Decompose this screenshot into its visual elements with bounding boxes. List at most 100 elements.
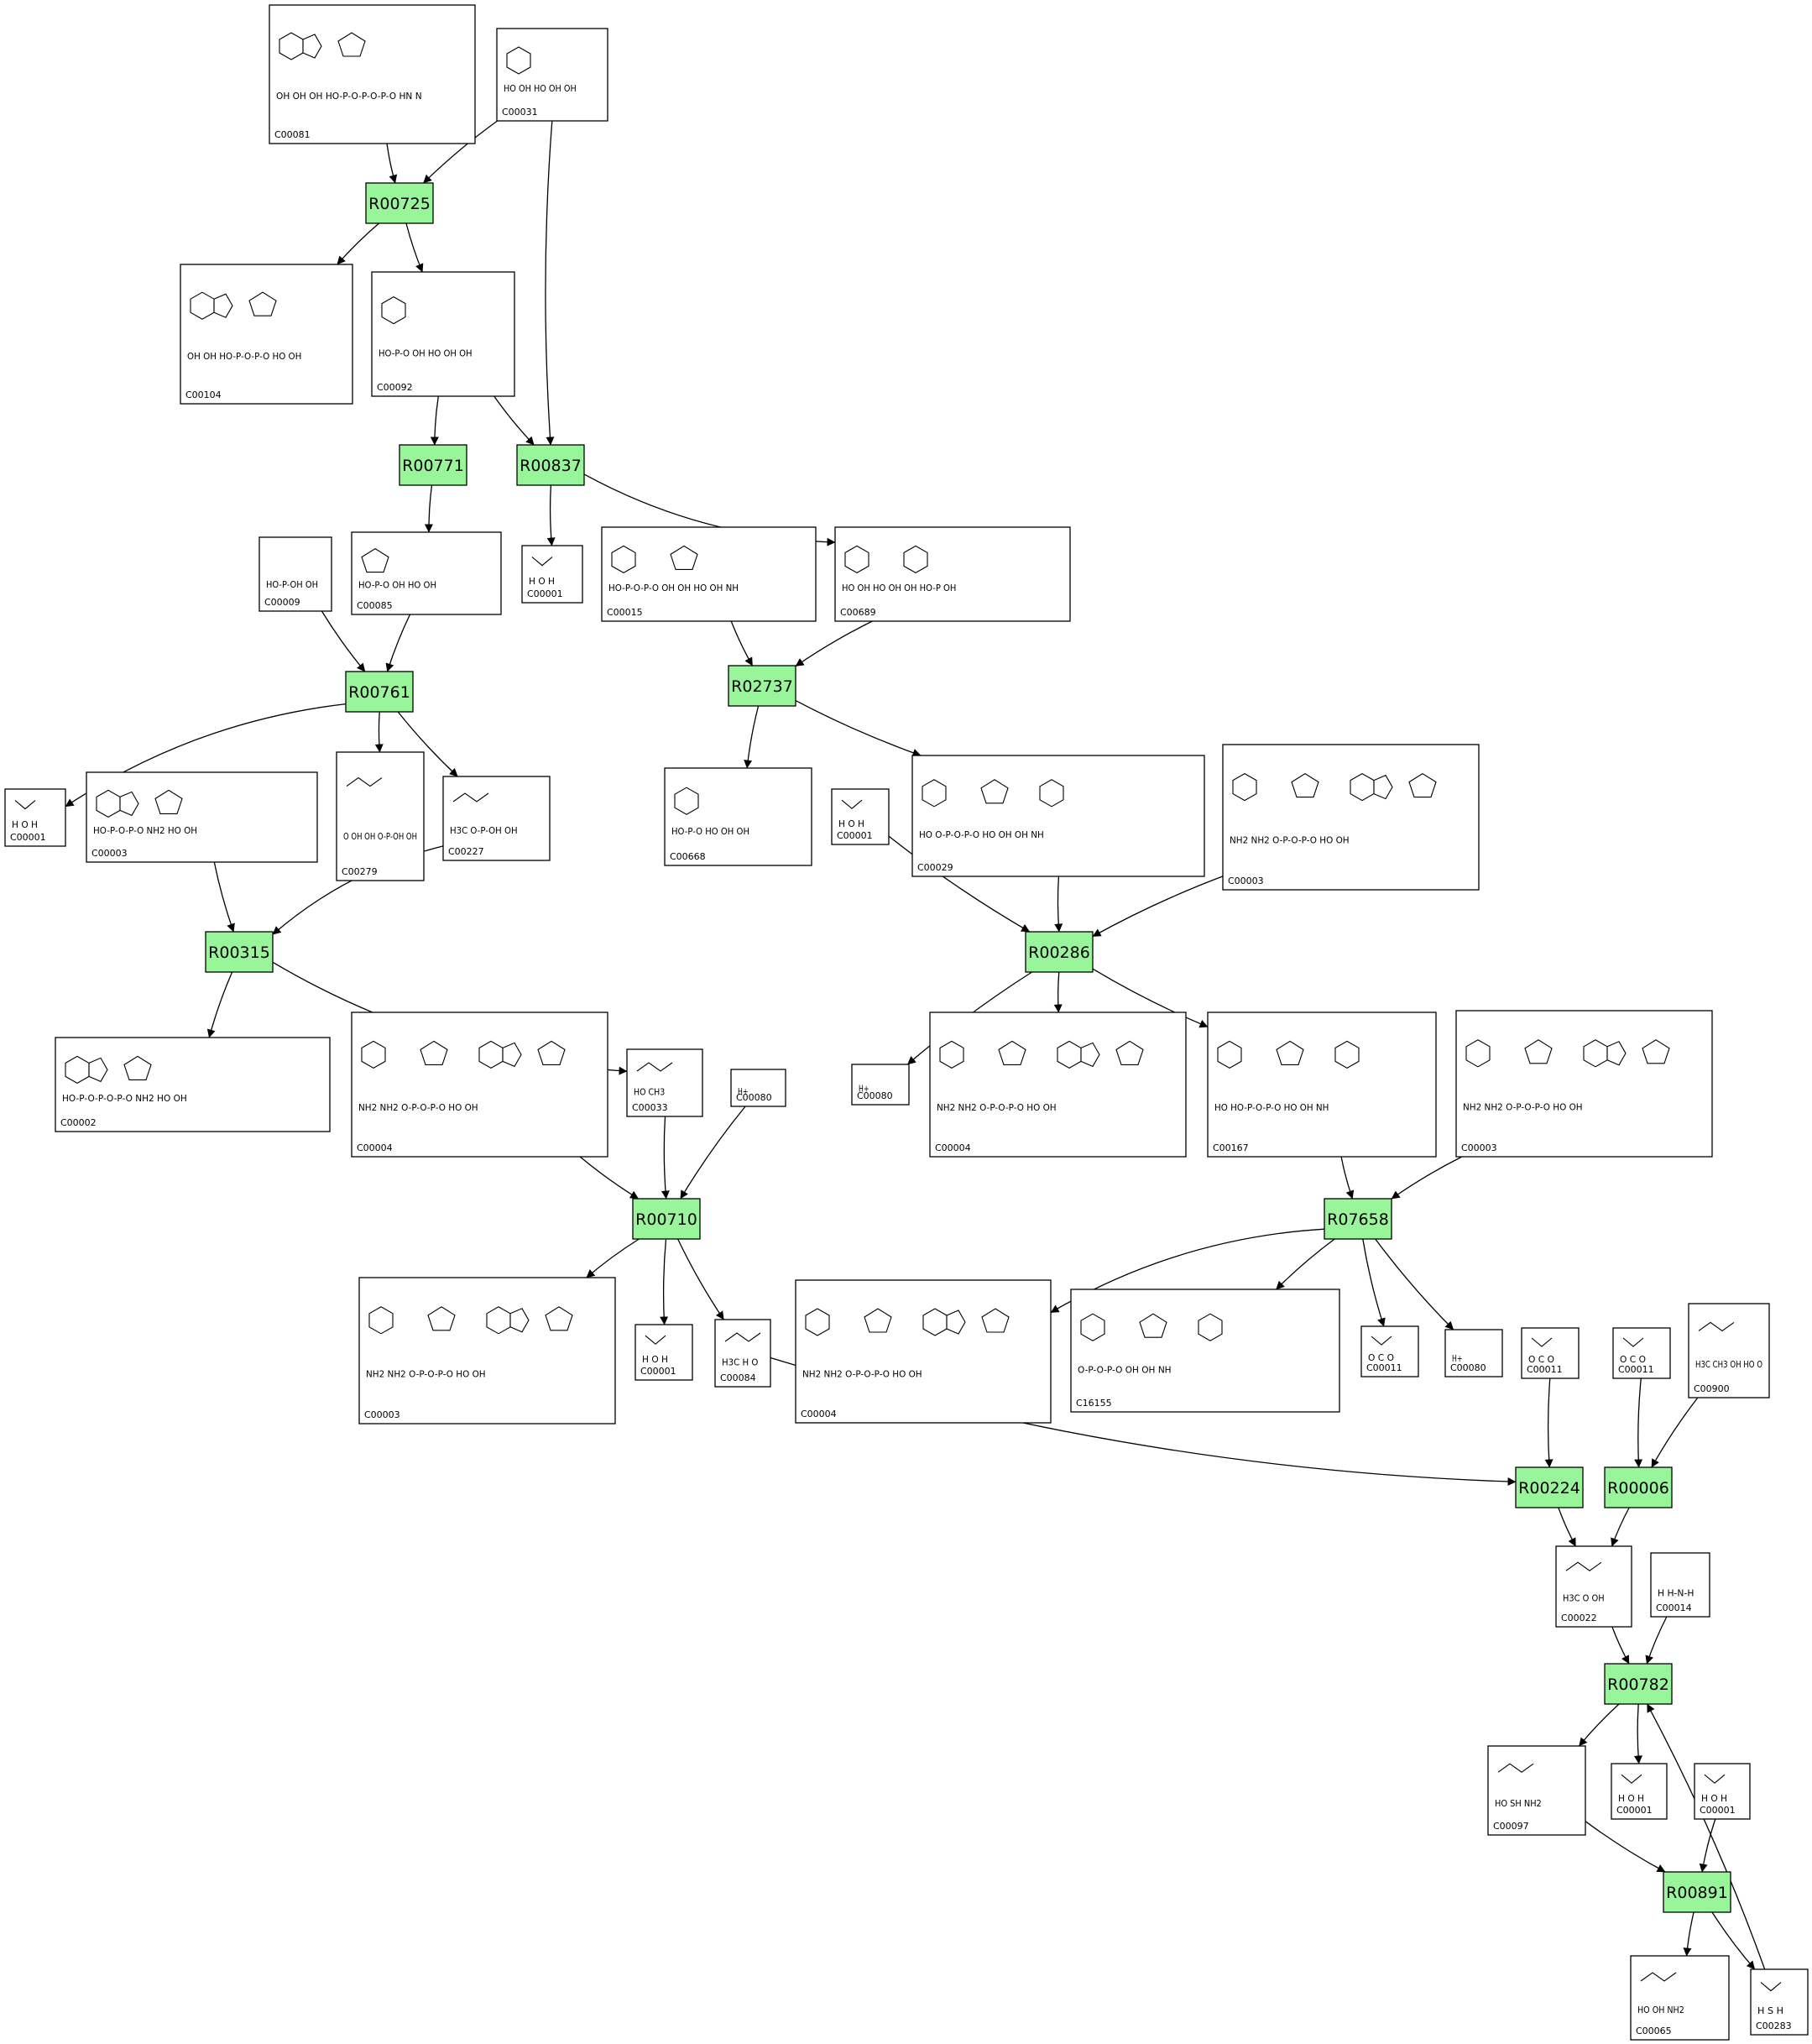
reaction-node-r00837[interactable]: R00837 <box>516 444 585 486</box>
reaction-node-r00891[interactable]: R00891 <box>1663 1871 1731 1913</box>
compound-id-label: C00104 <box>185 389 222 400</box>
compound-id-label: C00031 <box>502 107 538 118</box>
compound-box <box>442 776 551 861</box>
reaction-node-r00286[interactable]: R00286 <box>1025 931 1094 973</box>
edge-c8-to-r5 <box>730 620 754 667</box>
compound-id-label: C00065 <box>1636 2026 1672 2036</box>
structure-bond <box>1465 1039 1491 1068</box>
reaction-node-r00761[interactable]: R00761 <box>345 671 414 713</box>
compound-id-label: C00001 <box>1616 1805 1653 1816</box>
edge-c24-to-r9 <box>1340 1156 1355 1200</box>
compound-id-label: C00015 <box>607 607 643 618</box>
compound-node-c00080[interactable]: H+C00080 <box>851 1064 910 1106</box>
reaction-box <box>728 665 796 707</box>
reaction-node-r07658[interactable]: R07658 <box>1324 1198 1392 1240</box>
edge-c38-to-r13 <box>1585 1821 1666 1873</box>
edge-r8-to-c28 <box>677 1238 724 1320</box>
structure-bond <box>864 1308 892 1333</box>
compound-id-label: C00668 <box>670 851 706 862</box>
structure-bond <box>903 545 928 574</box>
compound-id-label: C00279 <box>342 866 378 877</box>
compound-node-c00080[interactable]: H+C00080 <box>730 1069 786 1107</box>
edge-c37-to-r12 <box>1645 1616 1668 1665</box>
structure-bond <box>154 789 183 814</box>
compound-box <box>180 264 353 405</box>
structure-atoms: H+ <box>1452 1353 1462 1364</box>
structure-bond <box>1408 772 1437 798</box>
edge-r1-to-c4 <box>405 222 424 273</box>
compound-box <box>1455 1010 1713 1158</box>
compound-box <box>1630 1955 1730 2041</box>
structure-bond <box>346 776 383 787</box>
edge-c34-to-r11 <box>1634 1377 1643 1468</box>
edge-r2-to-c6 <box>424 484 433 533</box>
reaction-node-r00315[interactable]: R00315 <box>205 931 274 973</box>
reaction-node-r00006[interactable]: R00006 <box>1604 1466 1673 1508</box>
structure-atoms: O OH OH O-P-OH OH <box>343 831 417 842</box>
reaction-node-r02737[interactable]: R02737 <box>728 665 796 707</box>
structure-bond <box>1760 1982 1782 1992</box>
edge-c4-to-r2 <box>430 395 439 446</box>
structure-atoms: H+ <box>859 1084 869 1095</box>
structure-bond <box>1606 1041 1627 1066</box>
edge-r5-to-c16 <box>795 700 922 757</box>
reaction-node-r00782[interactable]: R00782 <box>1604 1663 1673 1705</box>
reaction-node-r00224[interactable]: R00224 <box>1515 1466 1584 1508</box>
reaction-box <box>1515 1466 1584 1508</box>
edge-c1-to-r1 <box>386 143 398 184</box>
structure-atoms: H O H <box>838 818 864 829</box>
edge-c20-to-r8 <box>661 1116 670 1200</box>
compound-id-label: C00029 <box>917 862 953 873</box>
compound-node-c00080[interactable]: H+C00080 <box>1444 1329 1503 1377</box>
reaction-node-r00725[interactable]: R00725 <box>365 182 434 224</box>
structure-bond <box>88 1057 108 1083</box>
compound-node-c00279[interactable]: O OH OH O-P-OH OH C00279 <box>336 751 425 881</box>
reaction-node-r00771[interactable]: R00771 <box>399 444 467 486</box>
structure-bond <box>420 1040 448 1065</box>
reaction-box <box>1663 1871 1731 1913</box>
reaction-label: R00761 <box>348 683 410 702</box>
structure-atoms: H H-N-H <box>1658 1588 1694 1599</box>
structure-bond <box>452 792 489 802</box>
reaction-label: R00782 <box>1607 1675 1669 1694</box>
reaction-node-r00710[interactable]: R00710 <box>632 1198 701 1240</box>
